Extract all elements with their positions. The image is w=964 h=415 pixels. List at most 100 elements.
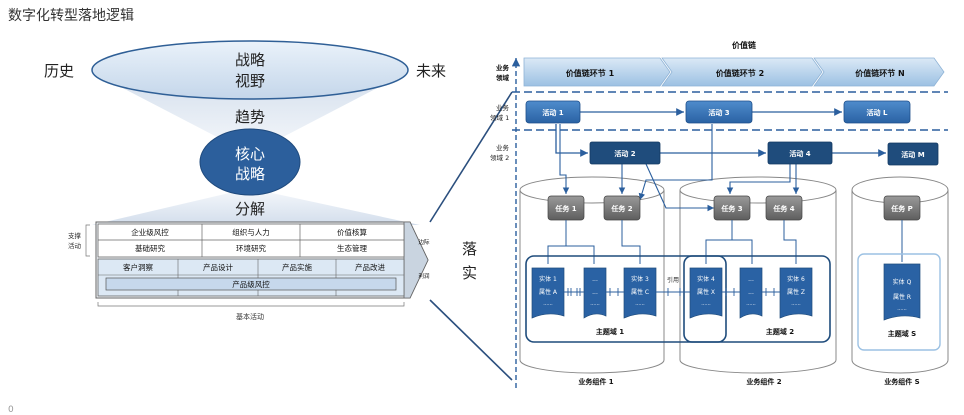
core-label-1: 核心 — [235, 145, 265, 163]
zoom-line-bottom — [429, 299, 513, 381]
entity-2 — [583, 267, 607, 319]
entity-1-line-1: 实体 1 — [539, 275, 557, 283]
value-step-1 — [523, 57, 671, 87]
landing-label-1: 落 — [462, 240, 477, 258]
entity-5-line-1: ... — [748, 276, 754, 283]
domain1-label-1: 业务 — [496, 103, 510, 112]
value-chain-block: 企业级风控 组织与人力 价值核算 基础研究 环境研究 生态管理 客户洞察 产品设… — [68, 221, 430, 321]
domain-business-label-1: 业务 — [496, 63, 510, 72]
activity-2 — [589, 141, 661, 165]
task-2-label: 任务 2 — [610, 204, 632, 213]
entity-6-line-1: 实体 6 — [787, 275, 805, 283]
basic-cell-2: 产品设计 — [203, 262, 233, 272]
value-chain-title: 价值链 — [732, 40, 757, 50]
basic-bracket — [97, 302, 405, 307]
support-label-2: 活动 — [68, 241, 82, 250]
theme-domain-1-box — [525, 255, 727, 343]
entity-1-line-3: ...... — [543, 301, 553, 307]
activity-4-label: 活动 4 — [789, 149, 810, 158]
entity-2-line-3: ...... — [590, 301, 600, 307]
entity-q-line-3: ...... — [897, 306, 907, 312]
page-title: 数字化转型落地逻辑 — [8, 8, 134, 24]
entity-5-line-3: ...... — [746, 301, 756, 307]
entity-q-line-2: 属性 R — [893, 293, 911, 301]
footer-mark: 0 — [8, 405, 14, 415]
trend-label: 趋势 — [235, 108, 265, 126]
basic-cell-1: 客户洞察 — [123, 262, 153, 272]
hourglass: 战略 视野 历史 未来 趋势 核心 战略 分解 — [44, 40, 446, 225]
domain1-label-2: 领域 1 — [490, 113, 509, 122]
support-area — [97, 223, 405, 258]
reference-label: 引用 — [667, 276, 679, 284]
arrow-act3-task2 — [638, 124, 713, 201]
value-step-2 — [661, 57, 823, 87]
entity-3-line-3: ...... — [635, 301, 645, 307]
vision-label-1: 战略 — [235, 51, 265, 69]
entity-5 — [739, 267, 763, 319]
support-cell-1-3: 价值核算 — [337, 227, 367, 237]
activity-1 — [525, 100, 581, 124]
theme-domain-s-label: 主题域 S — [888, 329, 916, 338]
entity-q — [883, 263, 921, 321]
arrow-act4-task3 — [726, 164, 791, 194]
support-cell-2-2: 环境研究 — [236, 243, 266, 253]
activity-m — [887, 142, 939, 166]
domain2-label-2: 领域 2 — [490, 153, 509, 162]
vision-label-2: 视野 — [235, 72, 265, 90]
task-1-label: 任务 1 — [554, 204, 576, 213]
entity-4-line-3: ...... — [701, 301, 711, 307]
basic-cell-4: 产品改进 — [355, 262, 385, 272]
future-label: 未来 — [416, 62, 446, 80]
value-step-1-label: 价值链环节 1 — [566, 68, 615, 78]
link-task4-e6 — [783, 220, 797, 264]
task-p-label: 任务 P — [890, 204, 913, 213]
activity-l-label: 活动 L — [867, 108, 888, 117]
hourglass-bottom — [92, 190, 420, 225]
entity-5-line-2: ... — [748, 289, 754, 296]
core-strategy-ellipse — [199, 128, 301, 196]
entity-2-line-1: ... — [592, 276, 598, 283]
link-task3-entities — [705, 220, 733, 264]
support-cell-2-3: 生态管理 — [337, 243, 367, 253]
support-cell-2-1: 基础研究 — [135, 243, 165, 253]
support-label-1: 支撑 — [68, 231, 82, 240]
domain-business-label-2: 领域 — [496, 73, 510, 82]
landing-label-2: 实 — [462, 264, 477, 282]
arrow-act2-task3 — [645, 163, 714, 212]
activity-1-label: 活动 1 — [542, 108, 563, 117]
product-risk-bar — [105, 277, 397, 291]
component-s-label: 业务组件 S — [884, 377, 919, 386]
entity-relations — [564, 288, 780, 296]
entity-6 — [779, 267, 813, 319]
activity-3 — [685, 100, 753, 124]
right-panel: 价值链 业务 领域 业务 领域 1 业务 领域 2 价值链环节 1 价值链环节 … — [490, 40, 949, 388]
entity-6-line-3: ...... — [791, 301, 801, 307]
value-step-n-label: 价值链环节 N — [855, 68, 904, 78]
activity-2-label: 活动 2 — [614, 149, 635, 158]
margin-label-bottom: 利润 — [418, 272, 430, 280]
support-cell-1-1: 企业级风控 — [131, 227, 169, 237]
entity-6-line-2: 属性 Z — [787, 288, 805, 296]
basic-activity-label: 基本活动 — [236, 312, 264, 321]
link-task1-entities — [547, 220, 567, 264]
value-step-n — [813, 57, 945, 87]
link-task2-e3 — [621, 220, 641, 264]
theme-domain-s-box — [857, 253, 941, 351]
theme-domain-2-label: 主题域 2 — [766, 327, 794, 336]
arrow-act1-task1 — [559, 124, 570, 194]
activity-m-label: 活动 M — [901, 150, 924, 159]
activity-4 — [767, 141, 833, 165]
entity-q-line-1: 实体 Q — [893, 278, 912, 286]
entity-1-line-2: 属性 A — [539, 288, 558, 296]
theme-domain-1-label: 主题域 1 — [596, 327, 624, 336]
support-cell-1-2: 组织与人力 — [232, 227, 270, 237]
value-step-2-label: 价值链环节 2 — [716, 68, 764, 78]
entity-1 — [531, 267, 565, 319]
entity-2-line-2: ... — [592, 289, 598, 296]
margin-arrow — [403, 221, 429, 299]
task-4-label: 任务 4 — [772, 204, 794, 213]
entity-4-line-2: 属性 X — [697, 288, 715, 296]
component-1-label: 业务组件 1 — [578, 377, 613, 386]
entity-3-line-1: 实体 3 — [631, 275, 649, 283]
